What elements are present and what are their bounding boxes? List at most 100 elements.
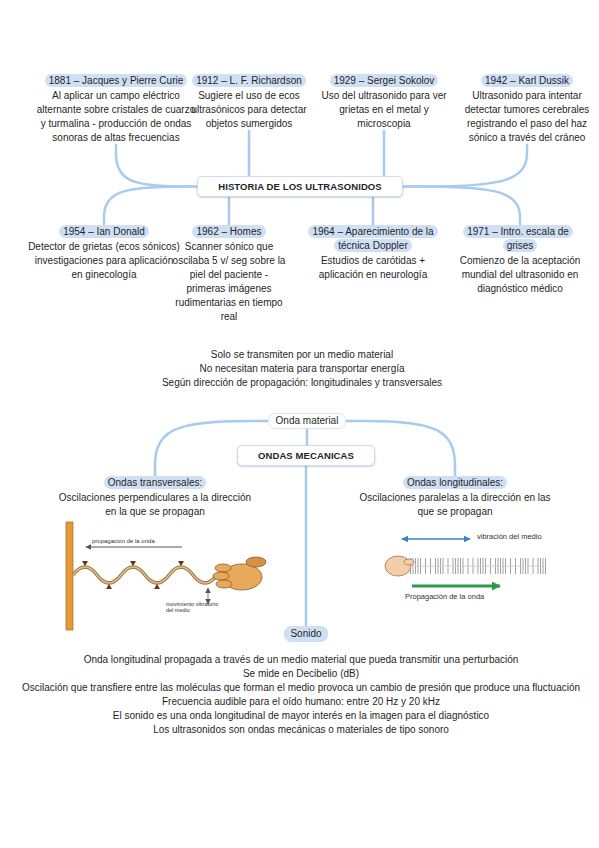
spring-axis	[410, 566, 546, 567]
branch-box: 1962 – HomesScanner sónico que oscilaba …	[170, 225, 288, 324]
body-row: Ultrasonido para intentar detectar tumor…	[458, 89, 596, 145]
particle-arrow	[178, 561, 184, 566]
subtopic-label: Sonido	[290, 628, 321, 639]
heading-row: 1954 – Ian Donald	[28, 225, 180, 239]
branch-box: Ondas transversales: Oscilaciones perpend…	[55, 476, 255, 519]
particle-arrow	[154, 584, 160, 589]
illustration-caption: movimiento vibratorio del medio	[166, 601, 222, 614]
heading-row: Ondas transversales:	[55, 476, 255, 490]
propagation-arrow	[86, 547, 182, 548]
branch-description: Oscilaciones perpendiculares a la direcc…	[59, 492, 251, 517]
particle-arrow	[130, 561, 136, 566]
branch-connector	[383, 131, 386, 176]
longitudinal-wave-illustration	[385, 539, 546, 586]
branch-heading: 1964 – Aparecimiento de la técnica Doppl…	[308, 225, 437, 252]
branch-heading: 1929 – Sergei Sokolov	[330, 74, 439, 87]
note-text: Solo se transmiten por un medio material	[92, 348, 512, 362]
central-topic-title: ONDAS MECANICAS	[258, 449, 354, 463]
body-row: Sugiere el uso de ecos ultrasónicos para…	[186, 89, 312, 131]
branch-connector	[116, 145, 197, 187]
subtopic-box: SonidoOnda longitudinal propagada a trav…	[284, 626, 328, 642]
heading-row: 1929 – Sergei Sokolov	[318, 74, 450, 88]
branch-connector	[403, 145, 527, 187]
central-topic-box: HISTORIA DE LOS ULTRASONIDOS	[197, 176, 403, 197]
illustration-caption: propagación de la onda	[92, 538, 182, 545]
note-text: El sonido es una onda longitudinal de ma…	[16, 709, 586, 723]
branch-description: Scanner sónico que oscilaba 5 v/ seg sob…	[173, 241, 286, 322]
branch-heading: 1912 – L. F. Richardson	[192, 74, 306, 87]
branch-box: 1912 – L. F. RichardsonSugiere el uso de…	[186, 74, 312, 131]
branch-description: Ultrasonido para intentar detectar tumor…	[465, 90, 590, 143]
spring-coil	[410, 558, 546, 574]
branch-connector	[372, 197, 375, 225]
particle-arrow	[82, 561, 88, 566]
heading-row: Ondas longitudinales:	[355, 476, 555, 490]
note-text: No necesitan materia para transportar en…	[92, 362, 512, 376]
branch-description: Oscilaciones paralelas a la dirección en…	[359, 492, 550, 517]
heading-row: 1881 – Jacques y Pierre Curie	[36, 74, 196, 88]
note-group: Onda longitudinal propagada a través de …	[16, 653, 586, 737]
branch-description: Detector de grietas (ecos sónicos) inves…	[28, 241, 180, 280]
body-row: Scanner sónico que oscilaba 5 v/ seg sob…	[170, 240, 288, 324]
note-text: Los ultrasonidos son ondas mecánicas o m…	[16, 723, 586, 737]
heading-row: 1942 – Karl Dussik	[458, 74, 596, 88]
body-row: Comienzo de la aceptación mundial del ul…	[452, 254, 588, 296]
branch-heading: 1942 – Karl Dussik	[481, 74, 573, 87]
hand-finger	[216, 580, 232, 588]
branch-description: Comienzo de la aceptación mundial del ul…	[460, 255, 581, 294]
heading-row: 1912 – L. F. Richardson	[186, 74, 312, 88]
body-row: Uso del ultrasonido para ver grietas en …	[318, 89, 450, 131]
note-text: Frecuencia audible para el oído humano: …	[16, 695, 586, 709]
branch-heading: Ondas longitudinales:	[403, 476, 507, 489]
branch-box: 1971 – Intro. escala de grisesComienzo d…	[452, 225, 588, 296]
branch-description: Sugiere el uso de ecos ultrasónicos para…	[191, 90, 306, 129]
branch-connector	[104, 187, 197, 226]
branch-box: 1929 – Sergei SokolovUso del ultrasonido…	[318, 74, 450, 131]
branch-box: 1881 – Jacques y Pierre Curie Al aplicar …	[36, 74, 196, 145]
branch-connector	[306, 429, 309, 445]
body-row: Detector de grietas (ecos sónicos) inves…	[28, 240, 180, 282]
branch-description: Uso del ultrasonido para ver grietas en …	[321, 90, 446, 129]
illustration-caption: vibración del medio	[477, 533, 557, 542]
illustration-caption: Propagación de la onda	[405, 593, 515, 602]
hand-finger	[213, 572, 229, 580]
branch-box: 1942 – Karl DussikUltrasonido para inten…	[458, 74, 596, 145]
branch-heading: 1881 – Jacques y Pierre Curie	[45, 74, 188, 87]
heading-row: 1971 – Intro. escala de grises	[452, 225, 588, 253]
heading-row: 1964 – Aparecimiento de la técnica Doppl…	[300, 225, 446, 253]
central-topic-box: ONDAS MECANICAS	[237, 445, 375, 466]
wave-rope-highlight	[73, 567, 217, 583]
branch-heading: 1962 – Homes	[192, 225, 265, 238]
heading-row: 1962 – Homes	[170, 225, 288, 239]
branch-box: 1954 – Ian DonaldDetector de grietas (ec…	[28, 225, 180, 282]
note-group: Solo se transmiten por un medio material…	[92, 348, 512, 390]
body-row: Al aplicar un campo eléctrico alternante…	[36, 89, 196, 145]
branch-connector	[228, 197, 231, 225]
branch-connector	[305, 466, 308, 626]
branch-connector	[248, 131, 251, 176]
subtopic-label: Onda material	[276, 415, 339, 426]
body-row: Oscilaciones paralelas a la dirección en…	[355, 491, 555, 519]
transverse-wave-illustration	[66, 522, 266, 630]
hand-wrist	[246, 557, 266, 567]
subtopic-box: Onda materialSolo se transmiten por un m…	[268, 413, 346, 429]
body-row: Oscilaciones perpendiculares a la direcc…	[55, 491, 255, 519]
branch-heading: Ondas transversales:	[104, 476, 207, 489]
central-topic-title: HISTORIA DE LOS ULTRASONIDOS	[218, 180, 382, 194]
vibration-arrow	[402, 538, 470, 540]
branch-box: Ondas longitudinales: Oscilaciones parale…	[355, 476, 555, 519]
propagation-arrow	[412, 585, 500, 588]
note-text: Se mide en Decibelio (dB)	[16, 667, 586, 681]
branch-connector	[403, 187, 520, 226]
branch-heading: 1954 – Ian Donald	[59, 225, 149, 238]
branch-description: Estudios de carótidas + aplicación en ne…	[319, 255, 427, 280]
particle-arrow	[106, 584, 112, 589]
hand-finger	[404, 559, 414, 565]
wave-rope	[73, 567, 217, 583]
note-text: Onda longitudinal propagada a través de …	[16, 653, 586, 667]
note-text: Según dirección de propagación: longitud…	[92, 376, 512, 390]
wall	[66, 522, 73, 630]
branch-box: 1964 – Aparecimiento de la técnica Doppl…	[300, 225, 446, 282]
note-text: Oscilación que transfiere entre las molé…	[16, 681, 586, 695]
